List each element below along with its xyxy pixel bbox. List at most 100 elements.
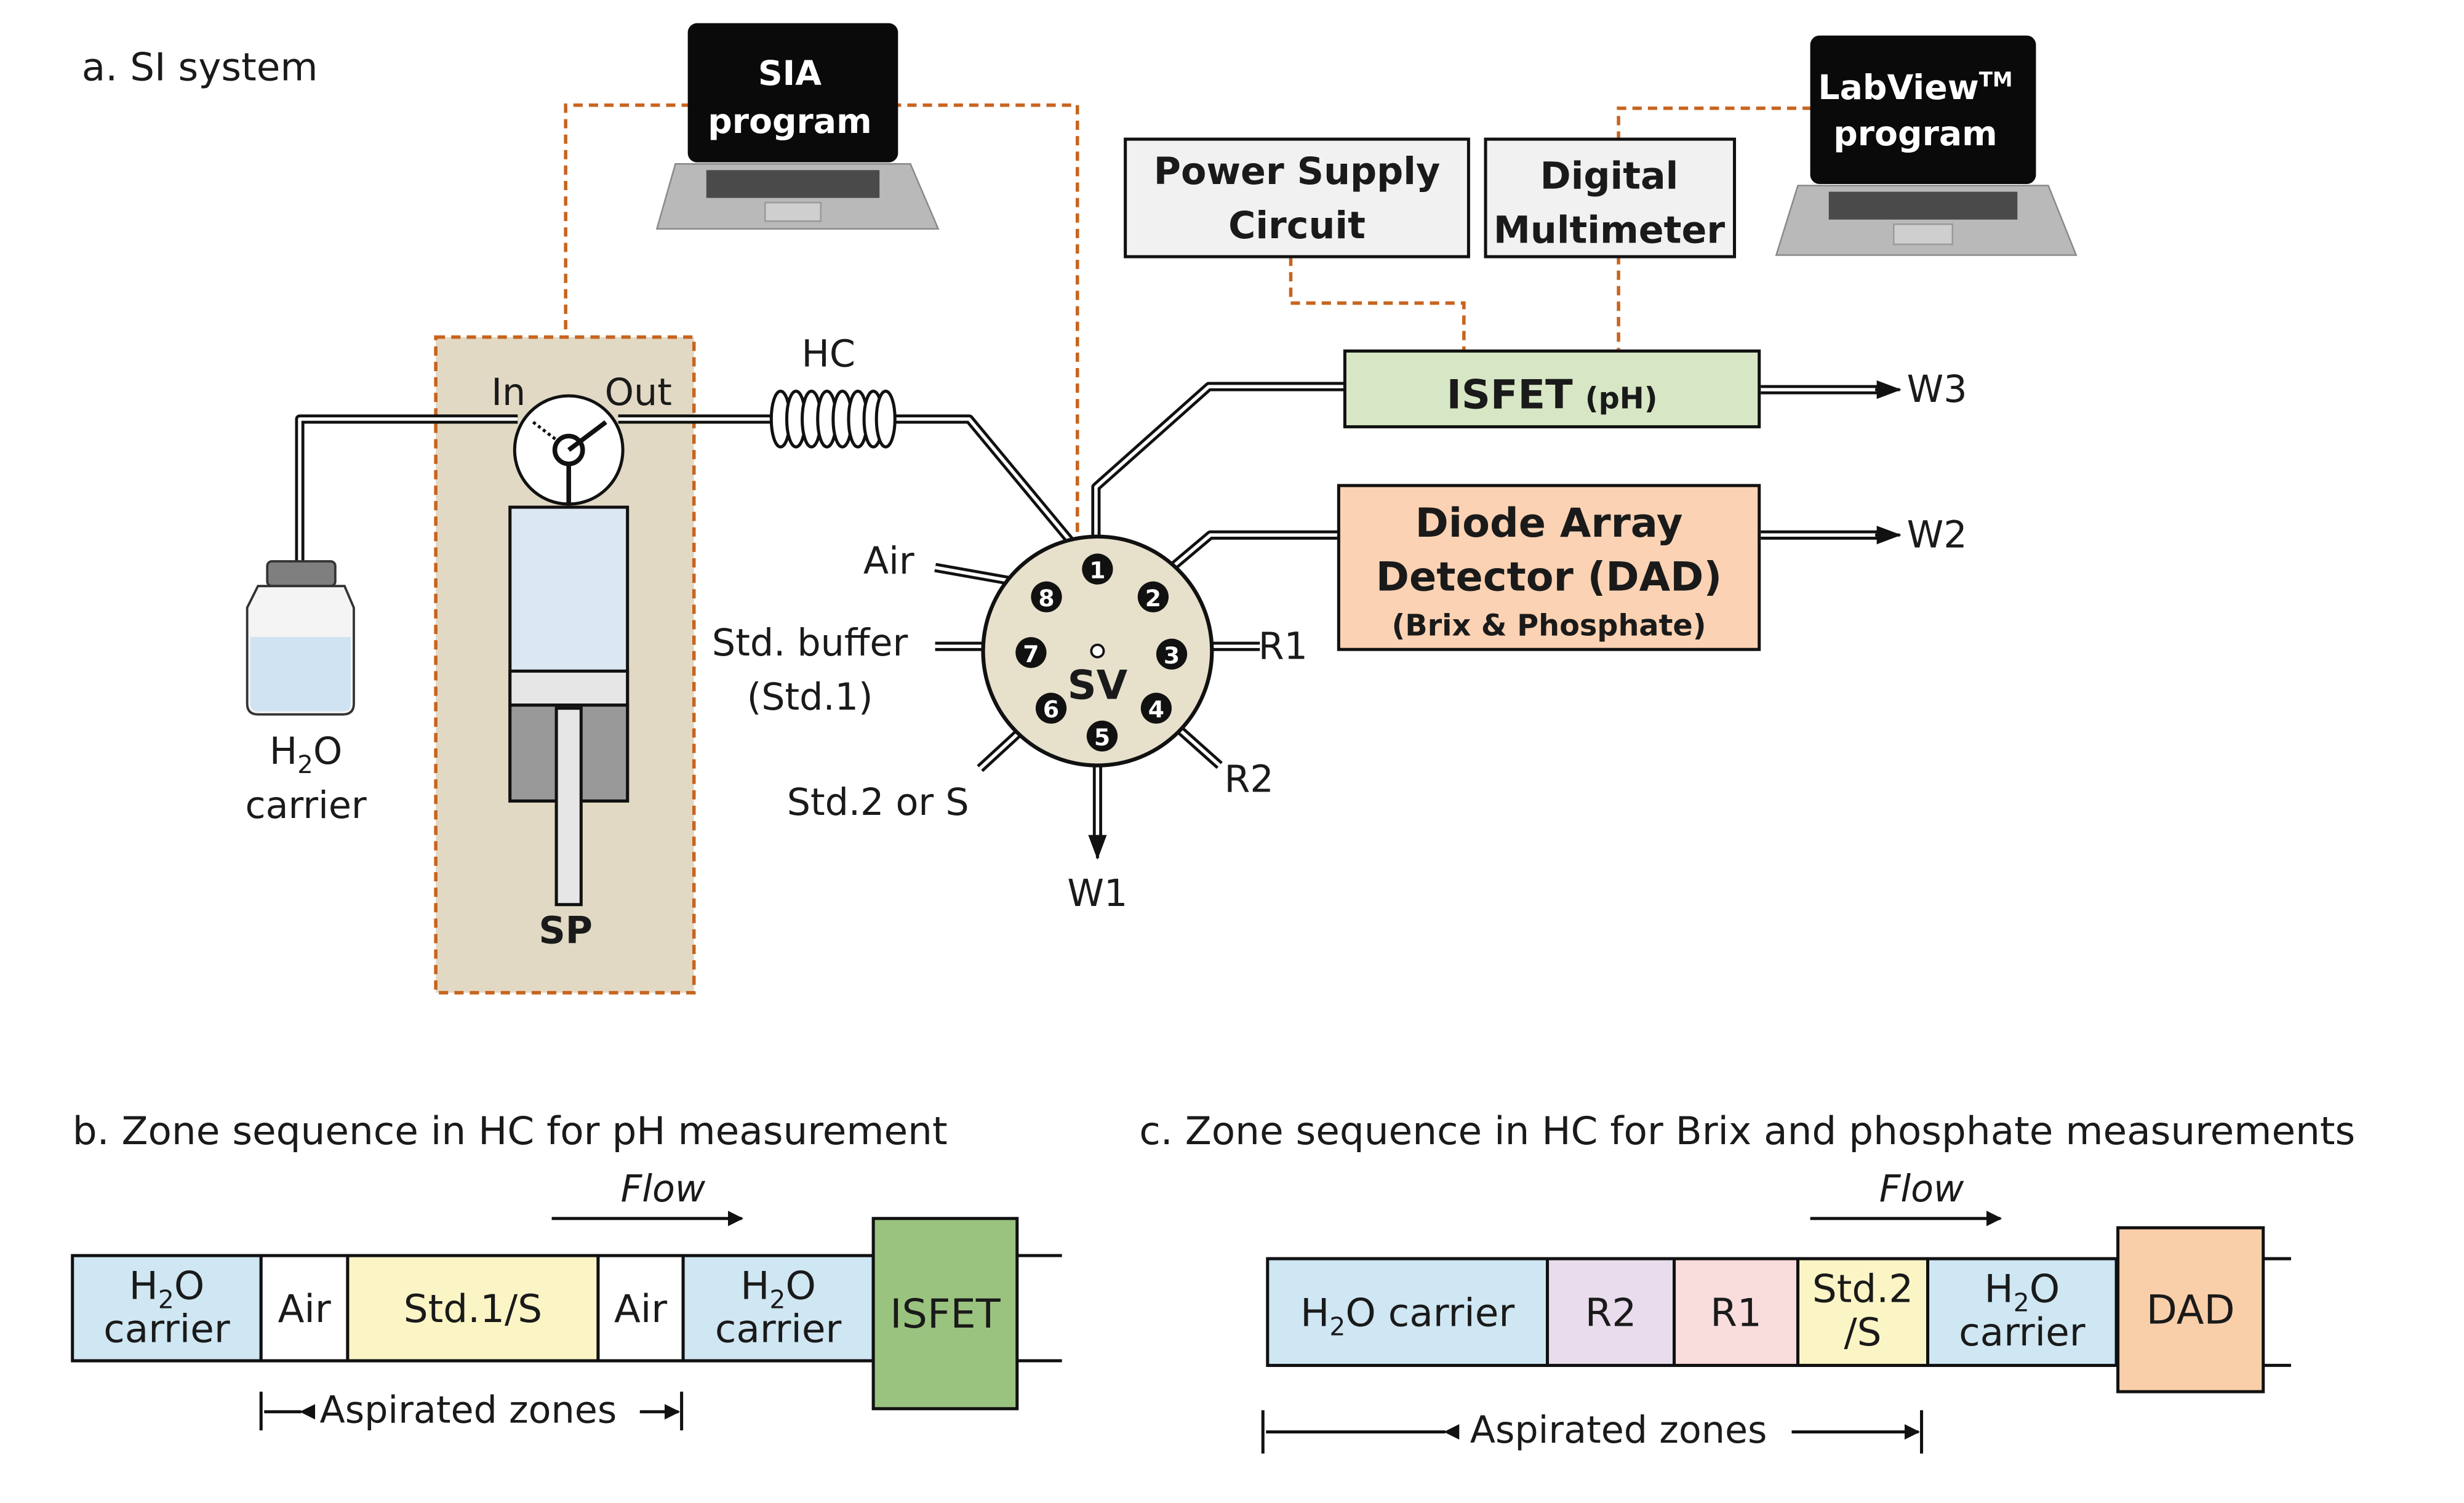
label-r2: R2 — [1225, 758, 1274, 801]
label-std2: Std.2 or S — [787, 781, 969, 824]
zone-label-line1: Std.2 — [1812, 1266, 1913, 1311]
dad-line3: (Brix & Phosphate) — [1391, 609, 1706, 643]
valve-port-4 — [1140, 692, 1172, 724]
carrier-sub: 2 — [297, 751, 313, 779]
wire-labview-to-isfet — [1617, 106, 1812, 350]
valve-port-3 — [1156, 638, 1188, 670]
valve-port-number: 7 — [1023, 640, 1039, 667]
zone-4 — [1926, 1257, 2118, 1367]
detector-label: DAD — [2146, 1287, 2235, 1334]
zone-1 — [259, 1254, 350, 1363]
zone-0 — [71, 1254, 263, 1363]
valve-port-7 — [1015, 637, 1047, 668]
multimeter-box: Digital Multimeter — [1484, 137, 1737, 259]
panel-a-heading: a. SI system — [82, 45, 318, 90]
holding-coil — [769, 390, 897, 449]
label-std1: (Std.1) — [747, 676, 873, 719]
carrier-label-line1: H2O — [270, 730, 342, 779]
isfet-label: ISFET(pH) — [1447, 371, 1658, 418]
valve-port-2 — [1137, 581, 1169, 612]
valve-port-6 — [1035, 692, 1067, 724]
wire-power-to-isfet — [1289, 257, 1466, 350]
panel-c-aspirated — [1261, 1410, 1924, 1454]
hc-label: HC — [802, 332, 855, 375]
label-w1: W1 — [1067, 872, 1127, 915]
carrier-label-line2: carrier — [245, 784, 366, 827]
sp-label: SP — [538, 910, 593, 953]
valve-port-number: 4 — [1148, 696, 1164, 723]
wire-sia-to-pump — [564, 103, 691, 337]
isfet-box: ISFET(pH) — [1343, 349, 1761, 428]
panel-c-aspirated-label: Aspirated zones — [1470, 1409, 1767, 1452]
zone-label: Std.1/S — [404, 1286, 542, 1331]
pump-in-label: In — [491, 371, 526, 414]
laptop-touchpad — [1893, 223, 1954, 246]
label-w3: W3 — [1907, 368, 1967, 411]
sv-label: SV — [1068, 662, 1128, 709]
zone-label: R1 — [1710, 1290, 1762, 1335]
control-wires — [564, 103, 1812, 542]
power-supply-line1: Power Supply — [1154, 150, 1440, 193]
tubing — [295, 382, 1882, 843]
laptop-screen — [1810, 35, 2036, 184]
panel-b-aspirated-label: Aspirated zones — [320, 1389, 617, 1432]
power-supply-line2: Circuit — [1228, 204, 1366, 247]
detector-label: ISFET — [890, 1291, 1001, 1337]
zone-4 — [681, 1254, 875, 1363]
dad-line1: Diode Array — [1415, 500, 1683, 547]
panel-c-flow: Flow — [1879, 1168, 1964, 1211]
zone-label-line2: carrier — [715, 1307, 842, 1352]
carrier-h: H — [270, 730, 297, 773]
label-air: Air — [863, 540, 914, 583]
detector-block — [2116, 1226, 2265, 1393]
valve-port-number: 5 — [1094, 724, 1110, 751]
laptop-sia-line1: SIA — [758, 54, 822, 94]
zone-label-line1: H2O — [1985, 1266, 2060, 1317]
zone-2 — [346, 1254, 600, 1363]
laptop-keyboard — [706, 170, 880, 198]
zone-label-line2: carrier — [103, 1307, 230, 1352]
panel-b-aspirated — [259, 1392, 684, 1430]
valve-port-1 — [1082, 553, 1113, 585]
carrier-bottle — [246, 560, 355, 716]
syringe-rod — [554, 707, 583, 907]
zone-label-line1: H2O — [740, 1263, 816, 1314]
multimeter-line2: Multimeter — [1494, 209, 1725, 252]
syringe-stopper — [508, 669, 630, 707]
zone-label-line1: H2O — [129, 1263, 205, 1314]
laptop-labview: LabViewTM program — [1775, 35, 2078, 256]
outlet-arrows — [1088, 380, 1902, 860]
zone-label: R2 — [1585, 1290, 1637, 1335]
panel-b-heading: b. Zone sequence in HC for pH measuremen… — [73, 1108, 948, 1153]
carrier-o: O — [313, 730, 342, 773]
zone-label-line2: carrier — [1959, 1310, 2086, 1355]
label-std-buffer: Std. buffer — [712, 622, 908, 665]
zone-3 — [1796, 1257, 1930, 1367]
zone-label-line2: /S — [1844, 1310, 1882, 1355]
isfet-text: ISFET — [1447, 371, 1574, 418]
labview-name: LabView — [1818, 68, 1978, 108]
zone-0 — [1266, 1257, 1550, 1367]
zone-label: H2O carrier — [1300, 1290, 1514, 1341]
dad-line2: Detector (DAD) — [1376, 554, 1722, 601]
valve-port-number: 3 — [1164, 642, 1180, 669]
bottle-water — [250, 637, 351, 711]
valve-port-number: 1 — [1089, 557, 1105, 584]
laptop-touchpad — [764, 201, 822, 222]
label-r1: R1 — [1258, 625, 1308, 668]
laptop-keyboard — [1828, 191, 2018, 220]
zone-1 — [1546, 1257, 1676, 1367]
wire-sia-to-valve — [892, 103, 1079, 542]
syringe-pump — [508, 394, 630, 907]
laptop-labview-line1: LabViewTM — [1818, 68, 2012, 108]
laptop-screen — [687, 23, 898, 162]
panel-c-heading: c. Zone sequence in HC for Brix and phos… — [1139, 1108, 2355, 1153]
zone-label: Air — [614, 1286, 667, 1331]
zone-label: Air — [278, 1286, 330, 1331]
valve-port-number: 6 — [1043, 696, 1059, 723]
